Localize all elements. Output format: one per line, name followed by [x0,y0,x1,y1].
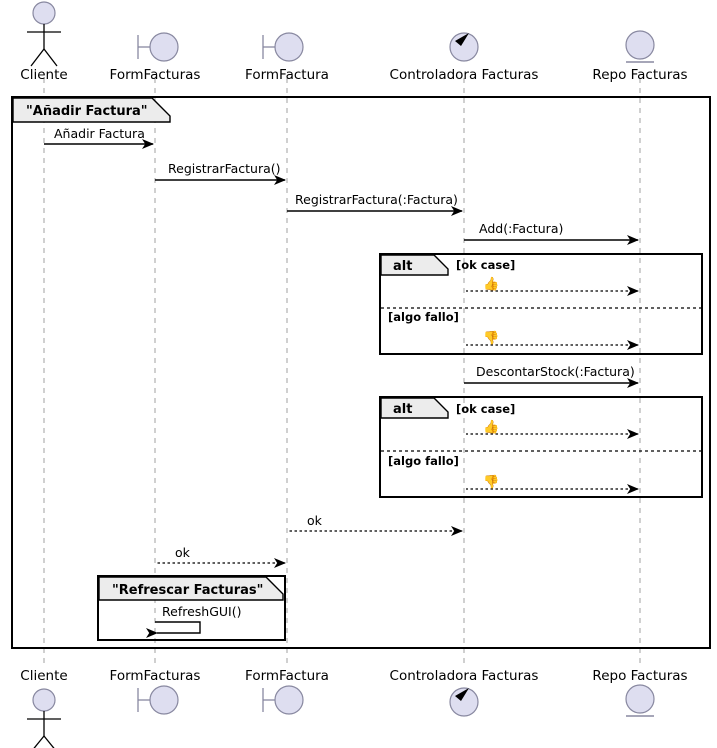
participant-label-formfactura-top: FormFactura [245,67,329,83]
participant-label-controladora-facturas-bottom: Controladora Facturas [390,668,539,684]
message-registrarfactura: RegistrarFactura() [155,161,286,185]
message-ok-formfactura-to-formfacturas: ok [157,545,286,568]
alt-operator-label-1: alt [393,259,412,274]
thumbs-up-icon-1: 👍 [483,276,499,292]
frame-anadir-factura: "Añadir Factura" [11,96,711,649]
boundary-icon-formfactura-top [262,32,304,62]
frame-label-refrescar-facturas: "Refrescar Facturas" [112,583,263,598]
alt-guard-algo-fallo-1: [algo fallo] [388,310,459,324]
participant-label-cliente-bottom: Cliente [20,668,67,684]
self-message-label-refreshgui: RefreshGUI() [162,604,241,619]
thumbs-down-icon-2: 👎 [483,474,499,490]
participant-label-controladora-facturas-top: Controladora Facturas [390,67,539,83]
alt-guard-algo-fallo-2: [algo fallo] [388,454,459,468]
message-add-factura: Add(:Factura) [464,221,639,245]
alt-fragment-1: alt [ok case] 👍 [algo fallo] 👎 [379,253,703,355]
participant-label-cliente-top: Cliente [20,67,67,83]
participant-label-repo-facturas-top: Repo Facturas [592,67,687,83]
boundary-icon-formfacturas-top [137,32,179,62]
message-label-ok-1: ok [307,513,323,528]
message-label-ok-2: ok [175,545,191,560]
entity-icon-repo-facturas-bottom [625,684,655,717]
control-icon-controladora-facturas-top [449,32,479,62]
alt-operator-label-2: alt [393,402,412,417]
alt-fragment-2: alt [ok case] 👍 [algo fallo] 👎 [379,396,703,498]
boundary-icon-formfacturas-bottom [137,685,179,715]
participant-label-formfacturas-bottom: FormFacturas [110,668,201,684]
actor-icon-cliente-bottom [27,688,61,748]
message-descontarstock-factura: DescontarStock(:Factura) [464,364,639,388]
participant-label-formfacturas-top: FormFacturas [110,67,201,83]
self-message-refreshgui: RefreshGUI() [146,604,241,638]
participant-label-formfactura-bottom: FormFactura [245,668,329,684]
frame-label-anadir-factura: "Añadir Factura" [26,104,148,119]
message-label-add-factura: Add(:Factura) [479,221,563,236]
entity-icon-repo-facturas-top [625,30,655,63]
thumbs-down-icon-1: 👎 [483,330,499,346]
message-anadir-factura: Añadir Factura [44,126,154,149]
message-label-anadir-factura: Añadir Factura [54,126,145,141]
message-ok-controladora-to-formfactura: ok [289,513,463,536]
message-registrarfactura-factura: RegistrarFactura(:Factura) [287,192,463,216]
message-label-registrarfactura-factura: RegistrarFactura(:Factura) [295,192,458,207]
participant-label-repo-facturas-bottom: Repo Facturas [592,668,687,684]
boundary-icon-formfactura-bottom [262,685,304,715]
frame-refrescar-facturas: "Refrescar Facturas" RefreshGUI() [97,575,286,641]
thumbs-up-icon-2: 👍 [483,419,499,435]
control-icon-controladora-facturas-bottom [449,687,479,717]
lifelines [43,78,641,665]
message-label-descontarstock-factura: DescontarStock(:Factura) [476,364,635,379]
message-label-registrarfactura: RegistrarFactura() [168,161,281,176]
alt-guard-ok-case-2: [ok case] [456,402,515,416]
actor-icon-cliente-top [27,1,61,67]
alt-guard-ok-case-1: [ok case] [456,258,515,272]
